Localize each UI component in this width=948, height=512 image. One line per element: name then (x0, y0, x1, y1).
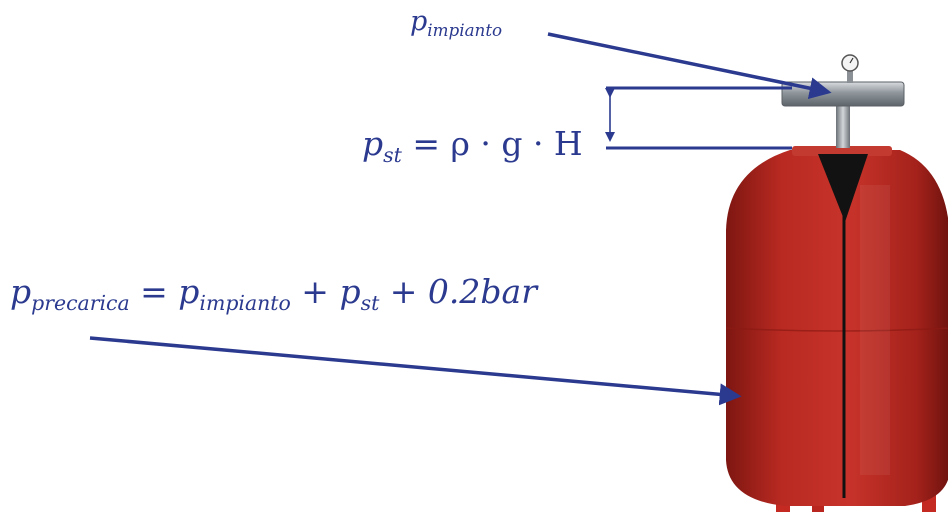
membrane (818, 154, 868, 222)
vessel-pipe (836, 104, 850, 148)
vessel-flange (792, 146, 892, 156)
arrow-impianto (547, 32, 832, 100)
label-p-precarica: pprecarica = pimpianto + pst + 0.2bar (10, 272, 537, 316)
label-p-st: pst = ρ · g · H (362, 124, 583, 168)
annotation-lines (89, 32, 832, 406)
pressure-gauge-icon (841, 54, 859, 72)
vessel-body (726, 150, 948, 506)
label-p-impianto: pimpianto (410, 6, 503, 40)
expansion-vessel (725, 54, 948, 512)
label-p-st-rhs: = ρ · g · H (412, 124, 583, 163)
arrow-precarica (89, 336, 742, 406)
